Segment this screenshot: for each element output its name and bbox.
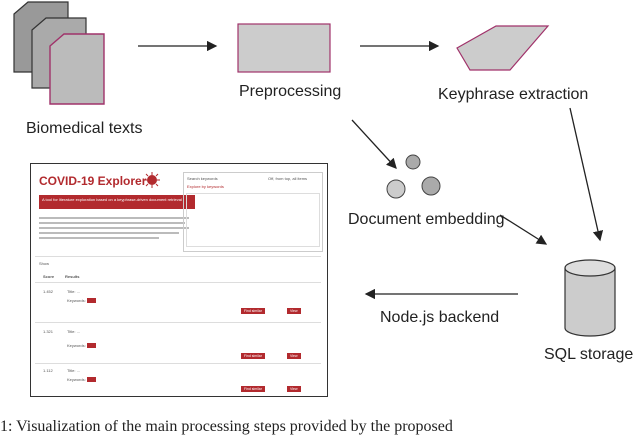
label-keyphrase-extraction: Keyphrase extraction — [438, 86, 589, 103]
view-button[interactable]: View — [287, 308, 301, 314]
search-panel[interactable]: Search keywords Off, from top, all items… — [183, 172, 323, 252]
search-filter-select[interactable]: Off, from top, all items — [268, 176, 308, 181]
banner: A tool for literature exploration based … — [39, 195, 195, 209]
col-results-header: Results — [65, 274, 80, 279]
row-score: 1.452 — [43, 289, 54, 294]
table-row[interactable]: 1.321 Title: ... Keywords: Find similar … — [35, 322, 321, 361]
row-keywords: Keywords: — [67, 377, 97, 382]
virus-icon — [144, 172, 160, 188]
documents-stack-icon — [13, 1, 105, 105]
keyphrase-parallelogram — [456, 25, 550, 71]
row-score: 1.321 — [43, 329, 54, 334]
view-button[interactable]: View — [287, 353, 301, 359]
app-screenshot: COVID-19 Explorer A tool for literature … — [30, 163, 328, 397]
explore-hint: Explore by keywords — [187, 184, 224, 189]
app-title: COVID-19 Explorer — [39, 174, 147, 188]
row-title: Title: ... — [67, 329, 80, 334]
label-preprocessing: Preprocessing — [239, 83, 342, 100]
row-title: Title: ... — [67, 289, 80, 294]
find-similar-button[interactable]: Find similar — [241, 308, 265, 314]
results-show-label: Show — [39, 261, 50, 266]
arrow-keyphrase-to-sql — [569, 107, 604, 242]
label-node-backend: Node.js backend — [380, 309, 500, 326]
label-sql-storage: SQL storage — [544, 346, 634, 363]
label-biomedical-texts: Biomedical texts — [26, 120, 143, 137]
find-similar-button[interactable]: Find similar — [241, 353, 265, 359]
row-keywords: Keywords: — [67, 343, 97, 348]
row-title: Title: ... — [67, 368, 80, 373]
table-row[interactable]: 1.112 Title: ... Keywords: Find similar … — [35, 363, 321, 396]
query-textarea[interactable] — [186, 193, 320, 247]
preprocessing-rectangle — [237, 23, 331, 73]
sql-database-icon — [564, 259, 616, 337]
row-keywords: Keywords: — [67, 298, 97, 303]
arrow-embedding-to-sql — [499, 214, 548, 245]
view-button[interactable]: View — [287, 386, 301, 392]
table-row[interactable]: 1.452 Title: ... Keywords: Find similar … — [35, 282, 321, 319]
intro-text-block — [39, 214, 189, 242]
search-input[interactable]: Search keywords — [187, 176, 218, 181]
col-score-header: Score — [43, 274, 55, 279]
row-score: 1.112 — [43, 368, 53, 373]
banner-text: A tool for literature exploration based … — [42, 197, 182, 202]
embedding-dots-icon — [386, 154, 441, 199]
label-document-embedding: Document embedding — [348, 211, 505, 228]
arrow-preprocessing-to-embedding — [351, 119, 397, 169]
find-similar-button[interactable]: Find similar — [241, 386, 265, 392]
figure-caption: 1: Visualization of the main processing … — [0, 418, 453, 435]
